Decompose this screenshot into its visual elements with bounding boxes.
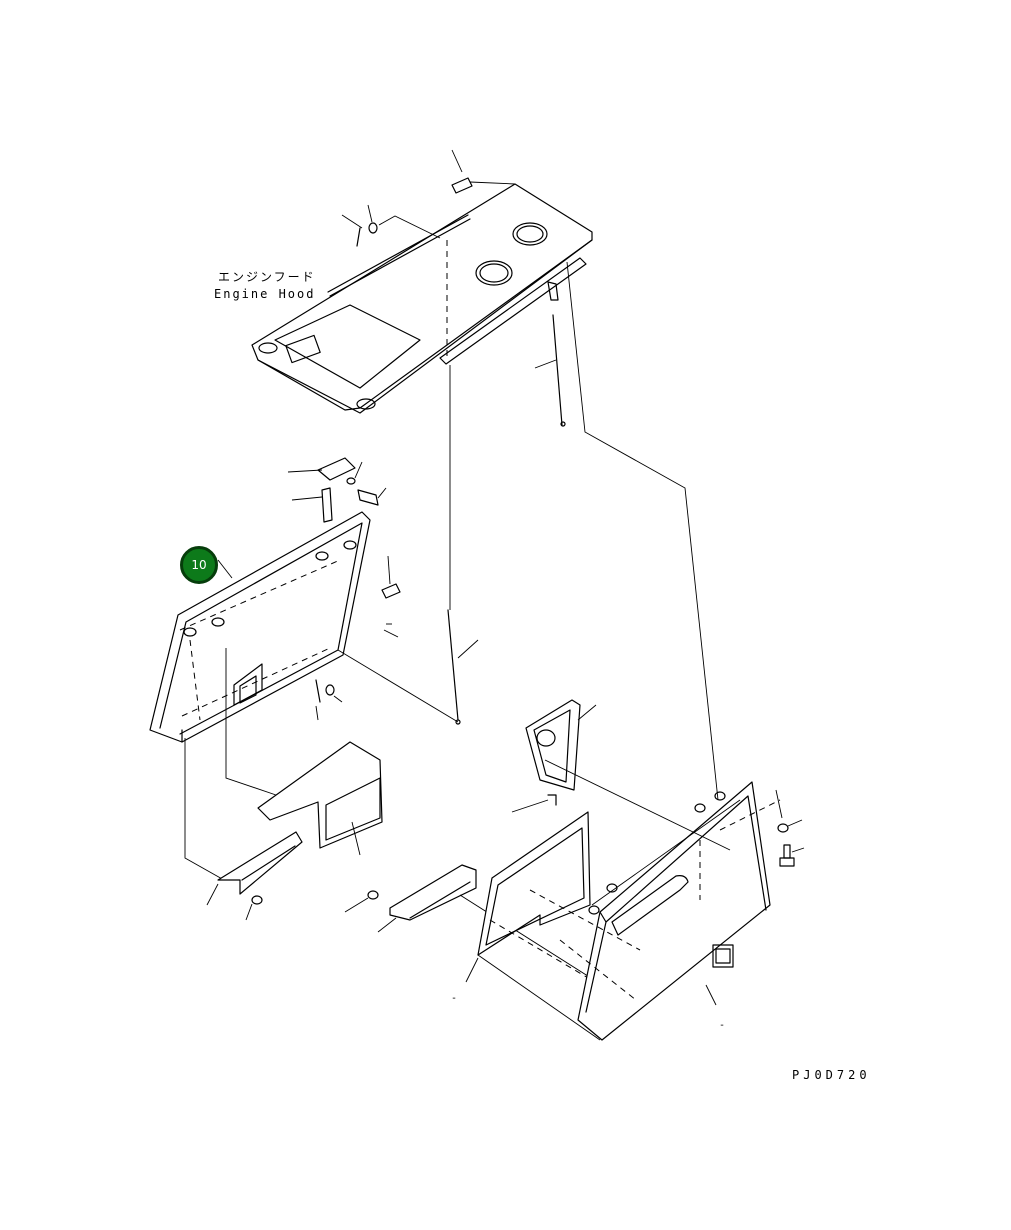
gas-spring[interactable] [534,281,566,427]
box-brackets[interactable] [588,791,726,915]
panel-hinge-brackets[interactable] [183,540,357,637]
callout-badge-10[interactable]: 10 [180,546,218,584]
hood-bolt-top[interactable] [451,149,516,194]
washer-left[interactable] [344,890,379,913]
side-cover-dashes [529,799,781,1001]
front-panel-inner-dashes [179,559,341,721]
side-cover-box[interactable] [577,781,771,1041]
panel-pin-washer[interactable] [315,679,343,721]
drawing-code: PJ0D720 [792,1068,871,1082]
panel-stay-rod[interactable] [447,609,479,725]
engine-hood-panel[interactable] [251,183,593,414]
front-panel-frame[interactable] [149,511,371,743]
washer-right[interactable] [777,819,803,833]
small-mark-b: - [719,1020,728,1031]
engine-hood-label-jp: エンジンフード [218,270,316,284]
panel-bolt-right[interactable] [381,555,401,638]
hood-pin-washer[interactable] [341,204,441,247]
hinge-link-plate[interactable] [287,457,356,523]
callout-leader [217,559,233,579]
bolt-right[interactable] [779,844,805,867]
side-cover-long[interactable] [257,741,383,856]
small-mark-a: - [451,993,460,1004]
right-guide-line-c [477,954,601,1041]
right-guide-line-a [544,759,731,851]
cover-guide-line-a [225,648,277,796]
panel-stay-line [337,649,459,723]
washer-leader [775,789,783,819]
hinge-bolt[interactable] [346,461,387,506]
engine-hood-label-en: Engine Hood [214,287,316,301]
side-plate-small[interactable] [511,699,597,813]
hood-rod[interactable] [327,214,471,297]
access-door[interactable] [465,811,601,986]
gas-spring-guide-line [566,261,719,801]
cover-guide-line-b [184,738,225,881]
bottom-cover-left[interactable] [206,831,303,921]
